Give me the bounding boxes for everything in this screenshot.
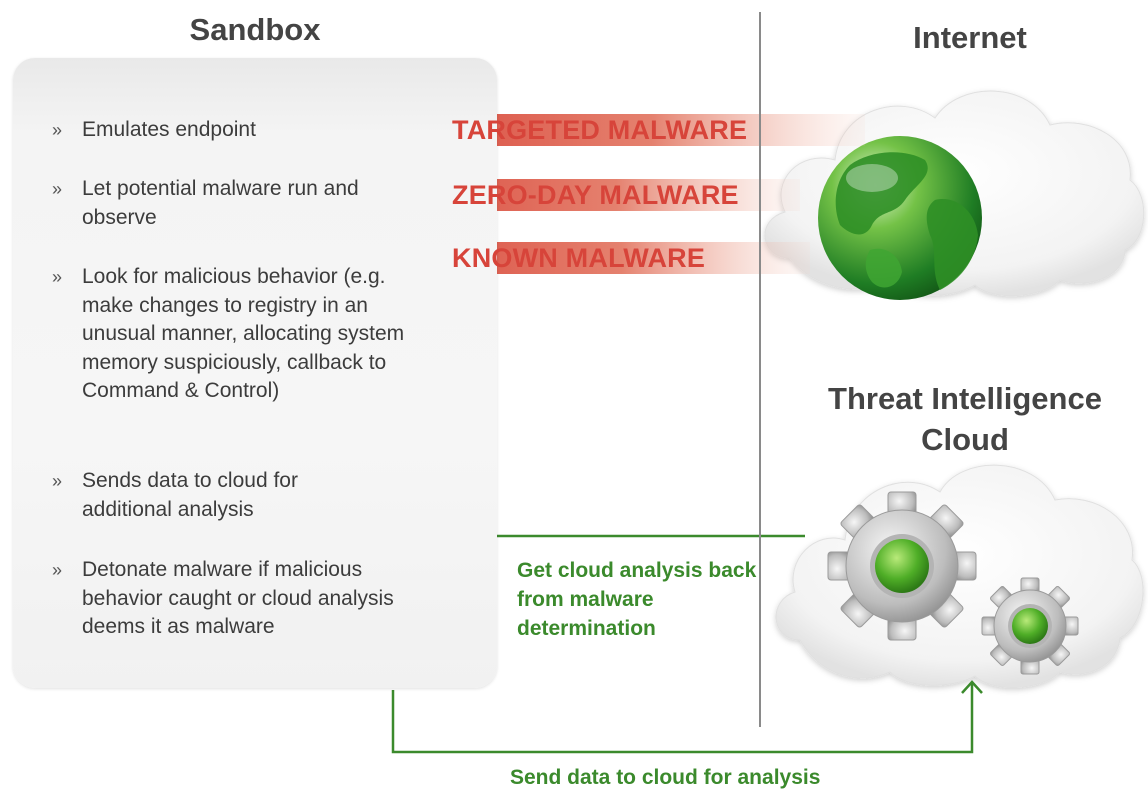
threat-intelligence-title-line1: Threat Intelligence [828, 381, 1102, 416]
send-data-to-cloud-arrow [391, 680, 983, 754]
get-cloud-analysis-label: Get cloud analysis back from malware det… [517, 559, 757, 640]
sandbox-bullet: » Detonate malware if malicious behavior… [52, 556, 416, 642]
threat-intelligence-title-line2: Cloud [921, 422, 1009, 457]
sandbox-bullet: » Sends data to cloud for additional ana… [52, 467, 352, 524]
zero-day-malware-label: ZERO-DAY MALWARE [452, 180, 739, 210]
internet-title: Internet [913, 20, 1027, 55]
bullet-marker-icon: » [52, 179, 63, 199]
sandbox-panel [13, 58, 497, 688]
large-gear-icon [827, 491, 977, 641]
bullet-marker-icon: » [52, 267, 63, 287]
bullet-marker-icon: » [52, 471, 63, 491]
small-gear-icon [981, 577, 1079, 675]
sandbox-bullet: » Let potential malware run and observe [52, 175, 372, 232]
globe-icon [818, 136, 982, 300]
known-malware-label: KNOWN MALWARE [452, 243, 706, 273]
sandbox-bullet-text: Detonate malware if malicious behavior c… [82, 558, 394, 638]
bullet-marker-icon: » [52, 120, 63, 140]
sandbox-bullet-text: Emulates endpoint [82, 118, 256, 141]
sandbox-title: Sandbox [189, 12, 321, 47]
sandbox-bullet-text: Sends data to cloud for additional analy… [82, 469, 298, 521]
sandbox-bullet-text: Look for malicious behavior (e.g. make c… [82, 265, 405, 402]
sandbox-bullet-text: Let potential malware run and observe [82, 177, 359, 229]
section-divider [759, 12, 761, 727]
sandbox-bullet: » Emulates endpoint [52, 116, 422, 145]
threat-intelligence-title: Threat Intelligence Cloud [800, 378, 1130, 460]
sandbox-bullet: » Look for malicious behavior (e.g. make… [52, 263, 414, 406]
bullet-marker-icon: » [52, 560, 63, 580]
targeted-malware-arrow [392, 100, 865, 160]
send-data-label: Send data to cloud for analysis [510, 766, 821, 789]
cloud-analysis-return-arrow [453, 525, 805, 547]
targeted-malware-label: TARGETED MALWARE [452, 115, 748, 145]
